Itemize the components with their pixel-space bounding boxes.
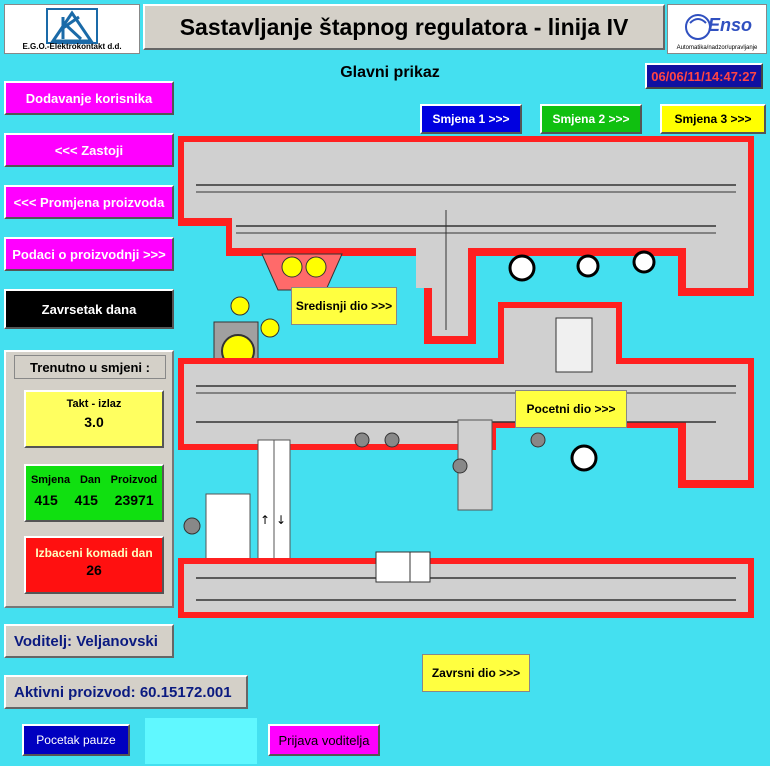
takt-box: Takt - izlaz 3.0	[24, 390, 164, 448]
svg-text:↑: ↑	[260, 513, 270, 527]
bottom-line	[178, 551, 754, 618]
end-section-button[interactable]: Zavrsni dio >>>	[422, 654, 530, 692]
enso-logo-icon	[685, 14, 711, 40]
shift-3-button[interactable]: Smjena 3 >>>	[660, 104, 766, 134]
top-line	[178, 136, 754, 344]
rejected-label: Izbaceni komadi dan	[35, 546, 153, 560]
downtime-button[interactable]: <<< Zastoji	[4, 133, 174, 167]
shift-1-button[interactable]: Smjena 1 >>>	[420, 104, 522, 134]
window-title: Sastavljanje štapnog regulatora - linija…	[143, 4, 665, 50]
stats-heading: Trenutno u smjeni :	[14, 355, 166, 379]
rejected-box: Izbaceni komadi dan 26	[24, 536, 164, 594]
company-name: E.G.O.-Elektrokontakt d.d.	[22, 42, 122, 51]
rejected-value: 26	[86, 562, 102, 578]
active-product-label: Aktivni proizvod: 60.15172.001	[4, 675, 248, 709]
takt-label: Takt - izlaz	[66, 398, 122, 410]
count-value-shift: 415	[34, 492, 58, 508]
middle-section-button[interactable]: Sredisnji dio >>>	[291, 287, 397, 325]
shift-2-button[interactable]: Smjena 2 >>>	[540, 104, 642, 134]
svg-text:↓: ↓	[276, 513, 286, 527]
operator-login-button[interactable]: Prijava voditelja	[268, 724, 380, 756]
count-value-day: 415	[74, 492, 98, 508]
end-of-day-button[interactable]: Zavrsetak dana	[4, 289, 174, 329]
page-title: Glavni prikaz	[340, 64, 440, 81]
count-value-product: 23971	[114, 492, 154, 508]
pause-button[interactable]: Pocetak pauze	[22, 724, 130, 756]
operator-label: Voditelj: Veljanovski	[4, 624, 174, 658]
enso-logo: Enso Automatika/nadzor/upravljanje	[667, 4, 767, 54]
production-data-button[interactable]: Podaci o proizvodnji >>>	[4, 237, 174, 271]
count-label-shift: Smjena	[30, 474, 71, 486]
counts-box: Smjena Dan Proizvod 415 415 23971	[24, 464, 164, 522]
company-logo: E.G.O.-Elektrokontakt d.d.	[4, 4, 140, 54]
shift-stats-panel: Trenutno u smjeni : Takt - izlaz 3.0 Smj…	[4, 350, 174, 608]
ego-logo-icon	[46, 8, 98, 44]
start-section-button[interactable]: Pocetni dio >>>	[515, 390, 627, 428]
middle-line	[178, 302, 754, 511]
count-label-day: Dan	[79, 474, 101, 486]
count-label-product: Proizvod	[110, 474, 158, 486]
production-line-diagram: ↑ ↓	[178, 136, 754, 618]
clock-display: 06/06/11/14:47:27	[645, 63, 763, 89]
change-product-button[interactable]: <<< Promjena proizvoda	[4, 185, 174, 219]
enso-subtitle: Automatika/nadzor/upravljanje	[676, 45, 758, 51]
empty-indicator	[145, 718, 257, 764]
enso-brand: Enso	[708, 15, 753, 35]
add-user-button[interactable]: Dodavanje korisnika	[4, 81, 174, 115]
takt-value: 3.0	[84, 414, 104, 430]
